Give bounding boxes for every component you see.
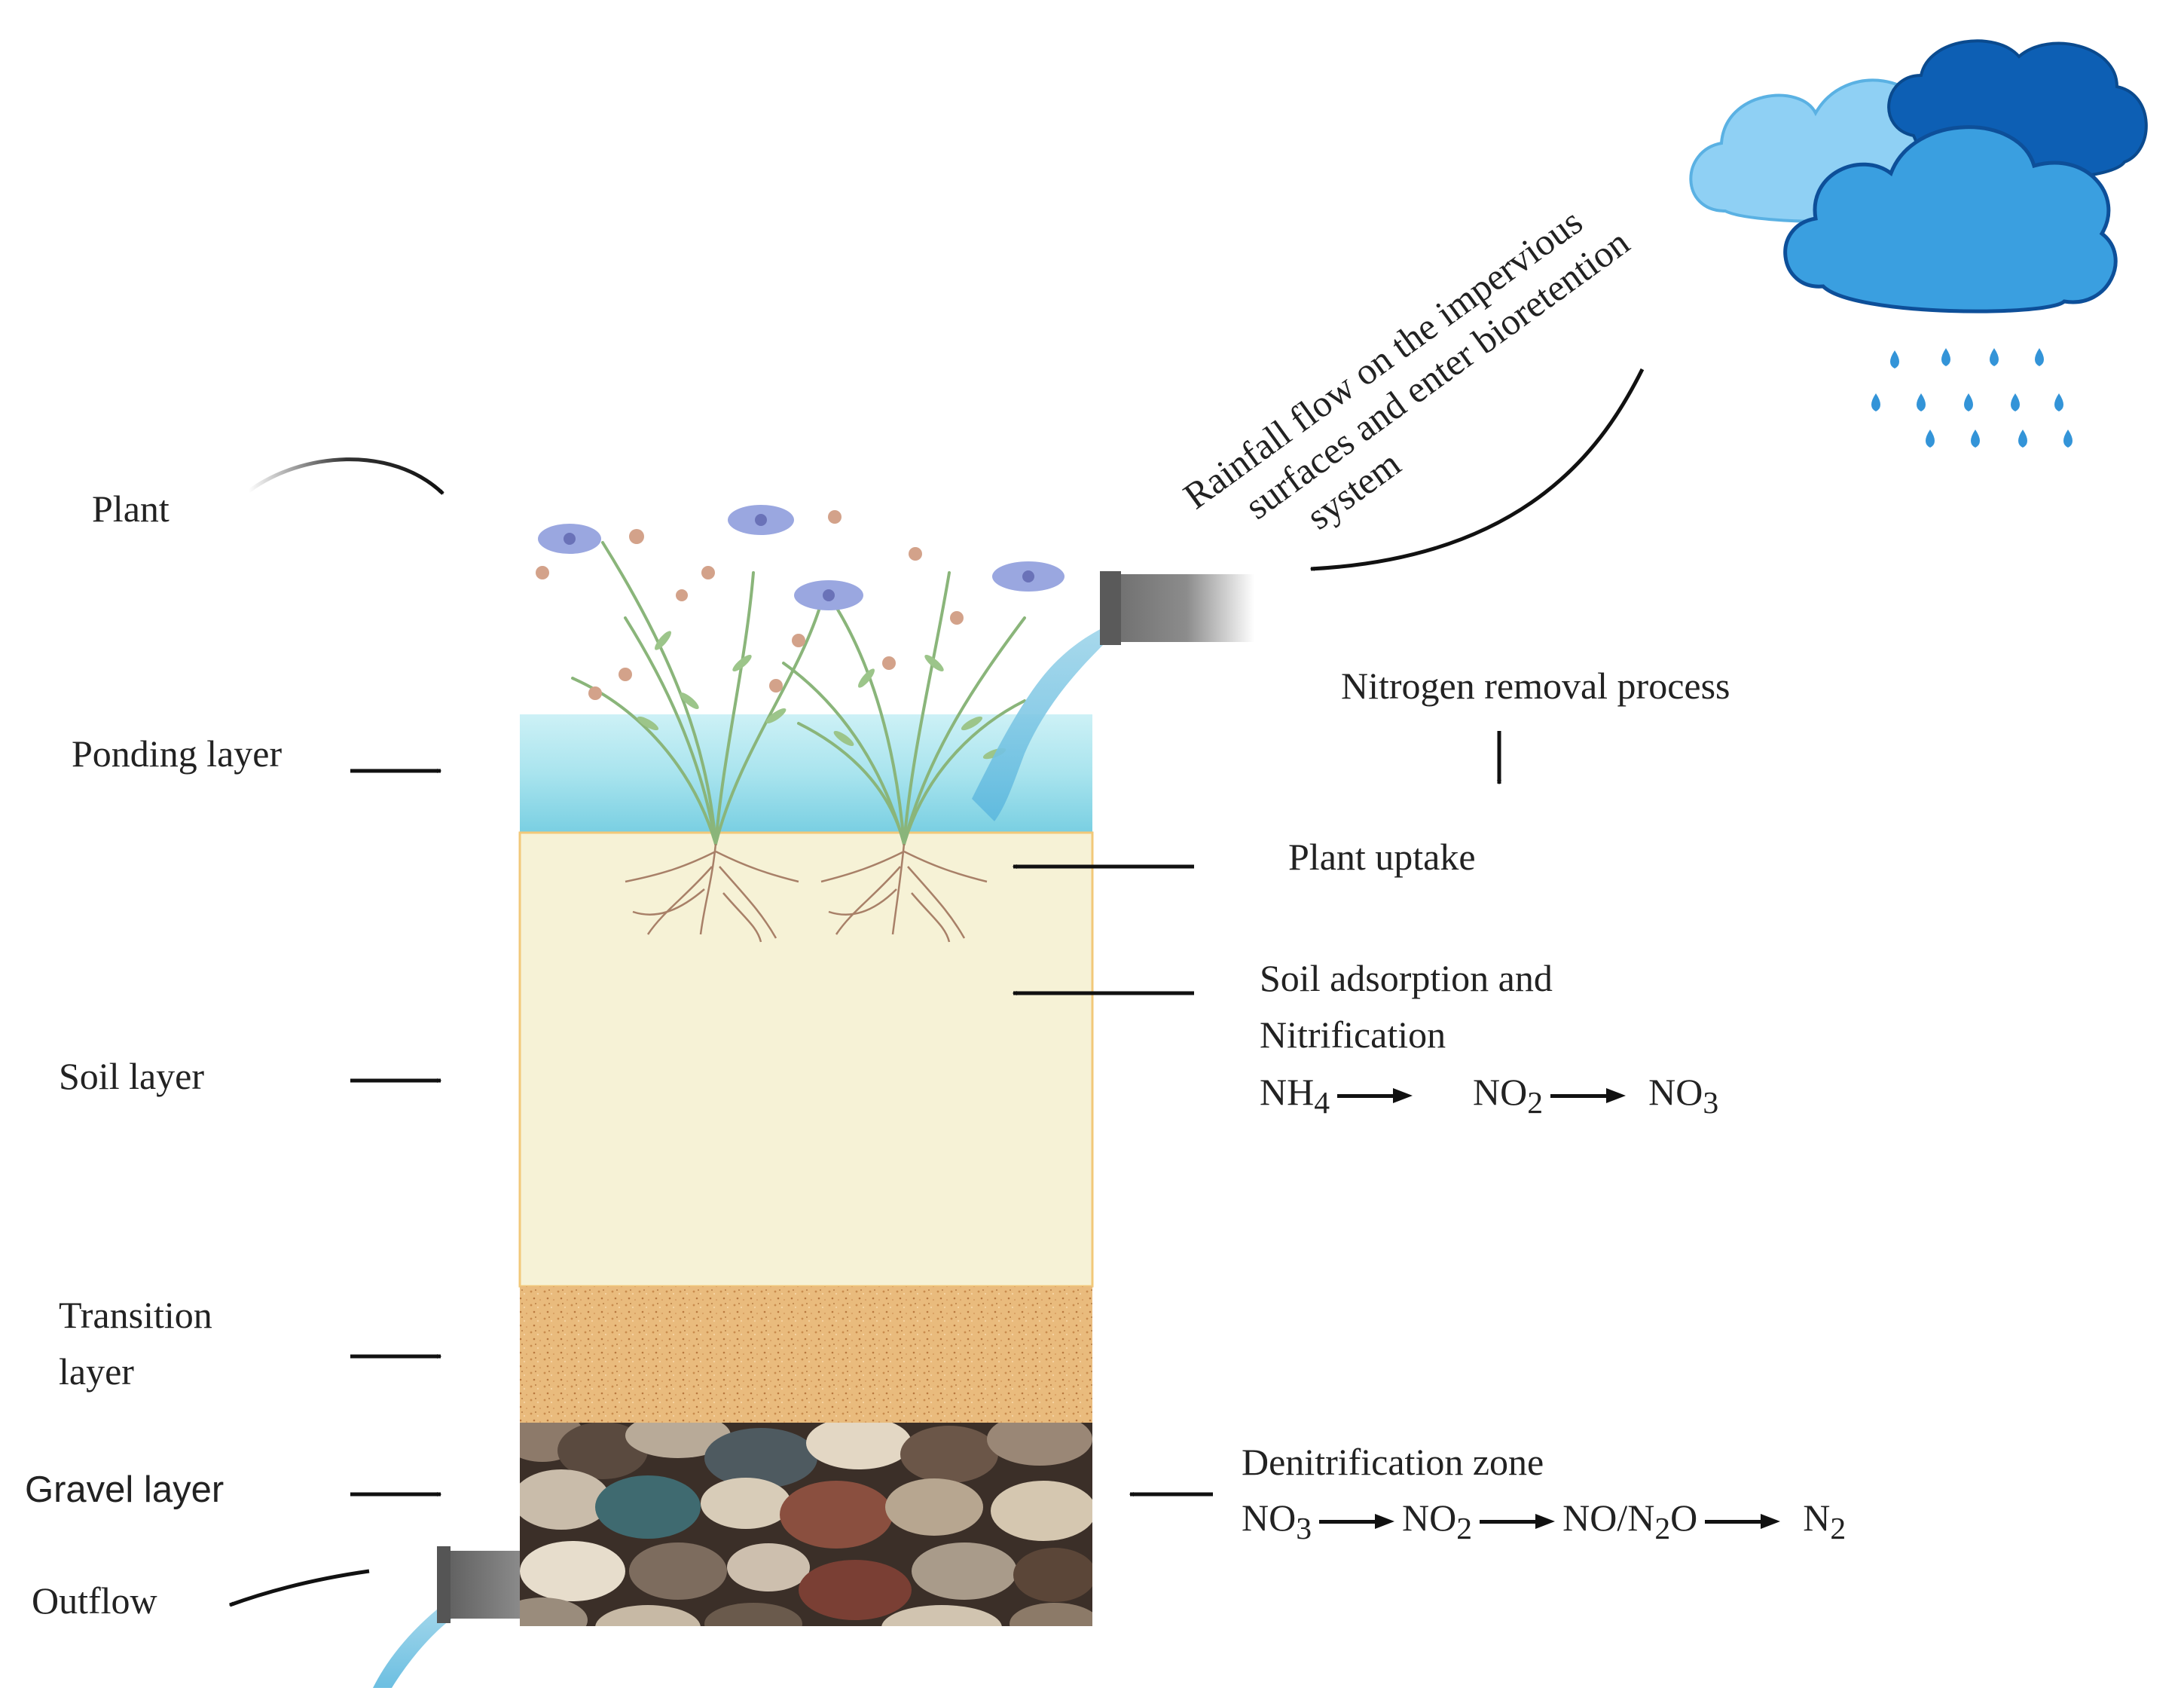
transition-layer-fill bbox=[520, 1286, 1092, 1423]
rainfall-inflow-arrow bbox=[1309, 368, 1645, 571]
gravel-layer-fill bbox=[520, 1423, 1092, 1626]
denitrification-species-1: NO2 bbox=[1402, 1496, 1472, 1547]
plant-label: Plant bbox=[92, 488, 170, 530]
outlet-pipe bbox=[444, 1551, 520, 1619]
nitrification-species-base-2: NO bbox=[1648, 1071, 1703, 1113]
denitrification-species-3: N2 bbox=[1803, 1496, 1846, 1547]
nitrification-species-base-0: NH bbox=[1260, 1071, 1315, 1113]
denitrification-arrow-1 bbox=[1319, 1514, 1395, 1529]
plant-pointer-arrow bbox=[247, 457, 444, 495]
ponding-layer-label: Ponding layer bbox=[72, 732, 283, 775]
outflow-arrow bbox=[228, 1569, 370, 1607]
denitrification-species-base-3: N bbox=[1803, 1497, 1831, 1539]
rain-drops bbox=[1871, 348, 2073, 448]
soil-adsorption-label-line1: Soil adsorption and bbox=[1260, 957, 1553, 999]
transition-layer-label-line2: layer bbox=[59, 1350, 134, 1393]
nitrification-species-2: NO3 bbox=[1648, 1070, 1718, 1121]
inlet-pipe-rim bbox=[1100, 571, 1121, 645]
inlet-pipe bbox=[1104, 574, 1254, 642]
plant-uptake-label: Plant uptake bbox=[1288, 836, 1476, 878]
denitrification-species-base-1: NO bbox=[1402, 1497, 1457, 1539]
denitrification-species-base-0: NO bbox=[1242, 1497, 1297, 1539]
nitrification-species-0: NH4 bbox=[1260, 1070, 1330, 1121]
nitrification-species-base-1: NO bbox=[1473, 1071, 1528, 1113]
plant-roots bbox=[625, 843, 988, 943]
plant-stems bbox=[571, 541, 1026, 845]
soil-layer-label: Soil layer bbox=[59, 1055, 205, 1097]
plant-flowers bbox=[536, 505, 1065, 700]
denitrification-species-sub-0: 3 bbox=[1296, 1512, 1312, 1546]
denitrification-species-sub-2: 2 bbox=[1654, 1512, 1671, 1546]
denitrification-species-tail-2: O bbox=[1670, 1497, 1698, 1539]
soil-layer-fill bbox=[518, 831, 1094, 1288]
nitrification-species-sub-1: 2 bbox=[1527, 1086, 1544, 1121]
nitrification-species-1: NO2 bbox=[1473, 1070, 1543, 1121]
denitrification-species-sub-3: 2 bbox=[1830, 1512, 1846, 1546]
denitrification-species-sub-1: 2 bbox=[1456, 1512, 1473, 1546]
inlet-stream bbox=[972, 625, 1107, 821]
outlet-pipe-rim bbox=[437, 1546, 451, 1623]
denitrification-zone-label: Denitrification zone bbox=[1242, 1441, 1544, 1483]
denitrification-arrow-3 bbox=[1705, 1514, 1781, 1529]
gravel-layer-label: Gravel layer bbox=[25, 1469, 225, 1510]
denitrification-species-2: NO/N2O bbox=[1562, 1496, 1697, 1547]
nitrification-species-sub-2: 3 bbox=[1703, 1086, 1719, 1121]
soil-adsorption-label-line2: Nitrification bbox=[1260, 1014, 1446, 1056]
nitrification-arrow-2 bbox=[1550, 1088, 1627, 1103]
denitrification-species-0: NO3 bbox=[1242, 1496, 1312, 1547]
denitrification-arrow-2 bbox=[1480, 1514, 1556, 1529]
denitrification-species-base-2: NO/N bbox=[1562, 1497, 1655, 1539]
transition-layer-label-line1: Transition bbox=[59, 1294, 212, 1336]
rain-cloud bbox=[1689, 39, 2148, 313]
nitrification-species-sub-0: 4 bbox=[1314, 1086, 1330, 1121]
nitrogen-removal-title: Nitrogen removal process bbox=[1341, 665, 1730, 707]
nitrification-arrow-1 bbox=[1337, 1088, 1413, 1103]
outflow-label: Outflow bbox=[32, 1579, 157, 1622]
